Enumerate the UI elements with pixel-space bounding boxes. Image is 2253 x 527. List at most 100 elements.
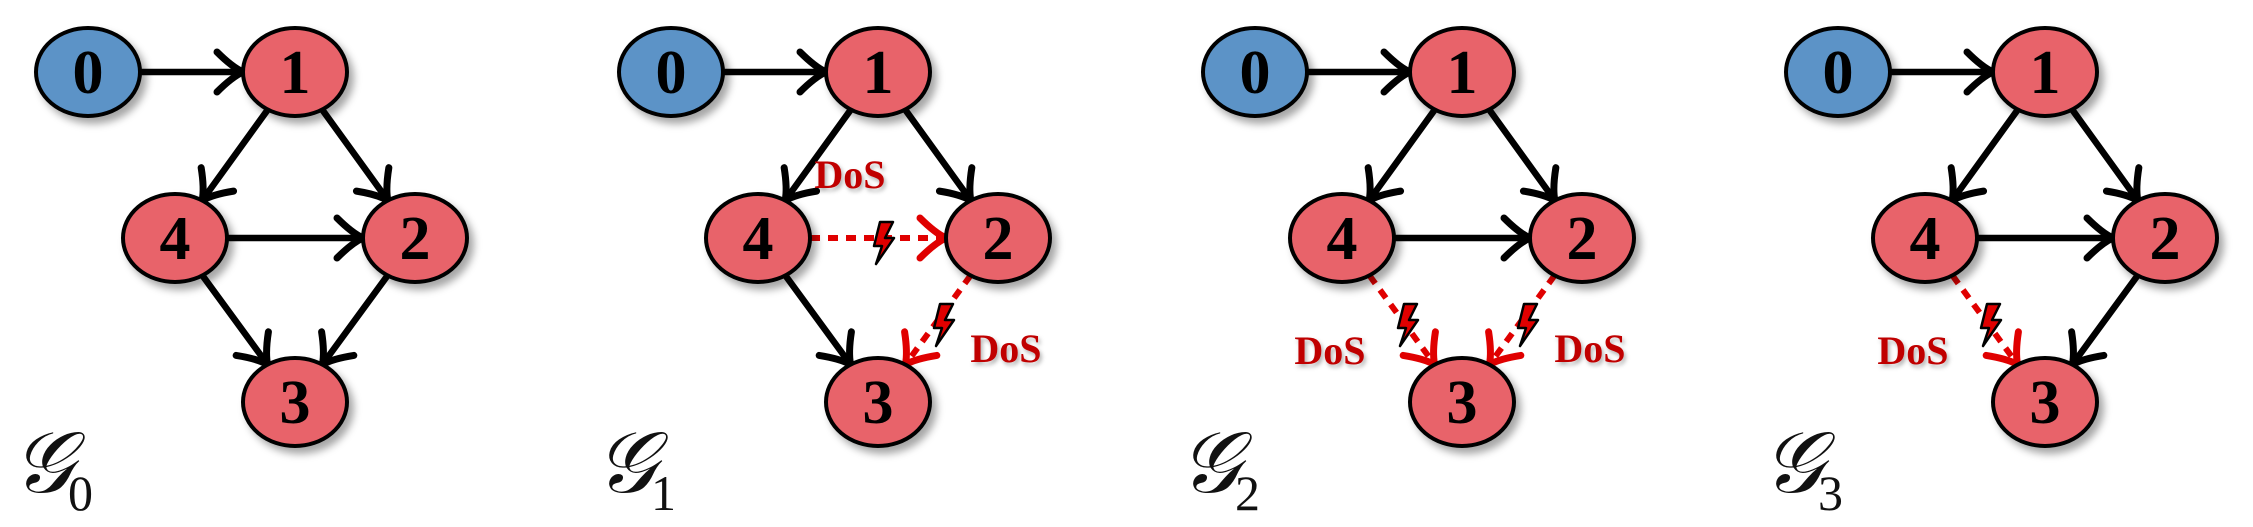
edge-line	[1368, 106, 1439, 201]
edge-line	[901, 106, 972, 201]
edge-0-1	[1886, 48, 1997, 96]
graph-label: 𝒢0	[12, 415, 93, 521]
edge-0-1	[1303, 48, 1414, 96]
node-circle	[1288, 192, 1396, 284]
node-circle	[1991, 356, 2099, 448]
edge-4-2	[223, 214, 367, 262]
dos-label: DoS	[1877, 328, 1948, 373]
node-label: 1	[863, 39, 894, 107]
node-circle	[824, 26, 932, 118]
edge-1-2	[2068, 106, 2143, 204]
edge-0-1	[136, 48, 247, 96]
edge-2-3	[2068, 272, 2141, 369]
arrowhead-icon	[1982, 328, 2022, 369]
graph-label: 𝒢3	[1762, 415, 1843, 521]
arrowhead-icon	[1485, 328, 1525, 369]
edge-4-3-attacked	[1949, 273, 2022, 369]
node-circle	[704, 192, 812, 284]
node-3: 3	[1408, 356, 1516, 448]
edge-line	[318, 106, 389, 201]
node-1: 1	[1991, 26, 2099, 118]
edge-line	[321, 272, 391, 365]
node-label: 4	[160, 205, 191, 273]
edge-4-3	[782, 272, 855, 369]
lightning-bolt-icon	[1396, 302, 1420, 348]
node-circle	[1784, 26, 1892, 118]
node-3: 3	[241, 356, 349, 448]
lightning-bolt-icon	[872, 220, 896, 266]
node-label: 2	[2150, 205, 2181, 273]
edge-1-2	[318, 106, 393, 204]
dos-label: DoS	[970, 326, 1041, 371]
edge-4-3	[199, 272, 272, 369]
lightning-bolt-icon	[1979, 302, 2003, 348]
graph-label: 𝒢2	[1179, 415, 1260, 521]
graph-subscript: 2	[1235, 465, 1260, 521]
node-circle	[361, 192, 469, 284]
edge-2-3-attacked	[901, 273, 974, 369]
node-label: 4	[743, 205, 774, 273]
node-4: 4	[121, 192, 229, 284]
node-circle	[1408, 26, 1516, 118]
edge-line	[782, 272, 852, 365]
graph-subscript: 1	[651, 465, 676, 521]
node-0: 0	[1201, 26, 1309, 118]
edge-2-3-attacked	[1485, 273, 1558, 369]
node-label: 2	[400, 205, 431, 273]
node-2: 2	[1528, 192, 1636, 284]
node-0: 0	[34, 26, 142, 118]
node-label: 1	[2030, 39, 2061, 107]
edge-line	[2068, 106, 2139, 201]
node-0: 0	[617, 26, 725, 118]
graph-subscript: 0	[68, 465, 93, 521]
node-label: 3	[2030, 369, 2061, 437]
edge-line	[199, 272, 269, 365]
arrowhead-icon	[901, 328, 941, 369]
node-2: 2	[2111, 192, 2219, 284]
edge-2-3	[318, 272, 391, 369]
edge-4-3-attacked	[1366, 273, 1439, 369]
edge-0-1	[719, 48, 830, 96]
node-circle	[121, 192, 229, 284]
node-label: 0	[656, 39, 687, 107]
node-circle	[1201, 26, 1309, 118]
node-4: 4	[1288, 192, 1396, 284]
edge-line	[784, 106, 855, 201]
node-3: 3	[1991, 356, 2099, 448]
node-2: 2	[361, 192, 469, 284]
node-2: 2	[944, 192, 1052, 284]
lightning-bolt-icon	[1516, 302, 1540, 348]
edge-1-4	[1947, 106, 2022, 204]
node-1: 1	[824, 26, 932, 118]
node-circle	[241, 356, 349, 448]
node-label: 3	[863, 369, 894, 437]
node-label: 3	[280, 369, 311, 437]
node-label: 4	[1910, 205, 1941, 273]
node-label: 2	[983, 205, 1014, 273]
edge-1-4	[1364, 106, 1439, 204]
graph-label: 𝒢1	[595, 415, 676, 521]
arrowhead-icon	[1399, 328, 1439, 369]
graph-panel-0: 0 1 4 2 3𝒢0	[12, 26, 469, 521]
node-label: 1	[1447, 39, 1478, 107]
graph-subscript: 3	[1818, 465, 1843, 521]
lightning-bolt-icon	[932, 302, 956, 348]
node-label: 1	[280, 39, 311, 107]
edge-1-2	[901, 106, 976, 204]
node-label: 4	[1327, 205, 1358, 273]
node-circle	[944, 192, 1052, 284]
node-label: 0	[73, 39, 104, 107]
node-label: 0	[1240, 39, 1271, 107]
node-circle	[617, 26, 725, 118]
node-1: 1	[241, 26, 349, 118]
node-circle	[824, 356, 932, 448]
edge-4-2	[1973, 214, 2117, 262]
edge-line	[201, 106, 272, 201]
node-circle	[1528, 192, 1636, 284]
node-circle	[2111, 192, 2219, 284]
edge-4-2-attacked	[810, 214, 950, 266]
dos-label: DoS	[1294, 328, 1365, 373]
